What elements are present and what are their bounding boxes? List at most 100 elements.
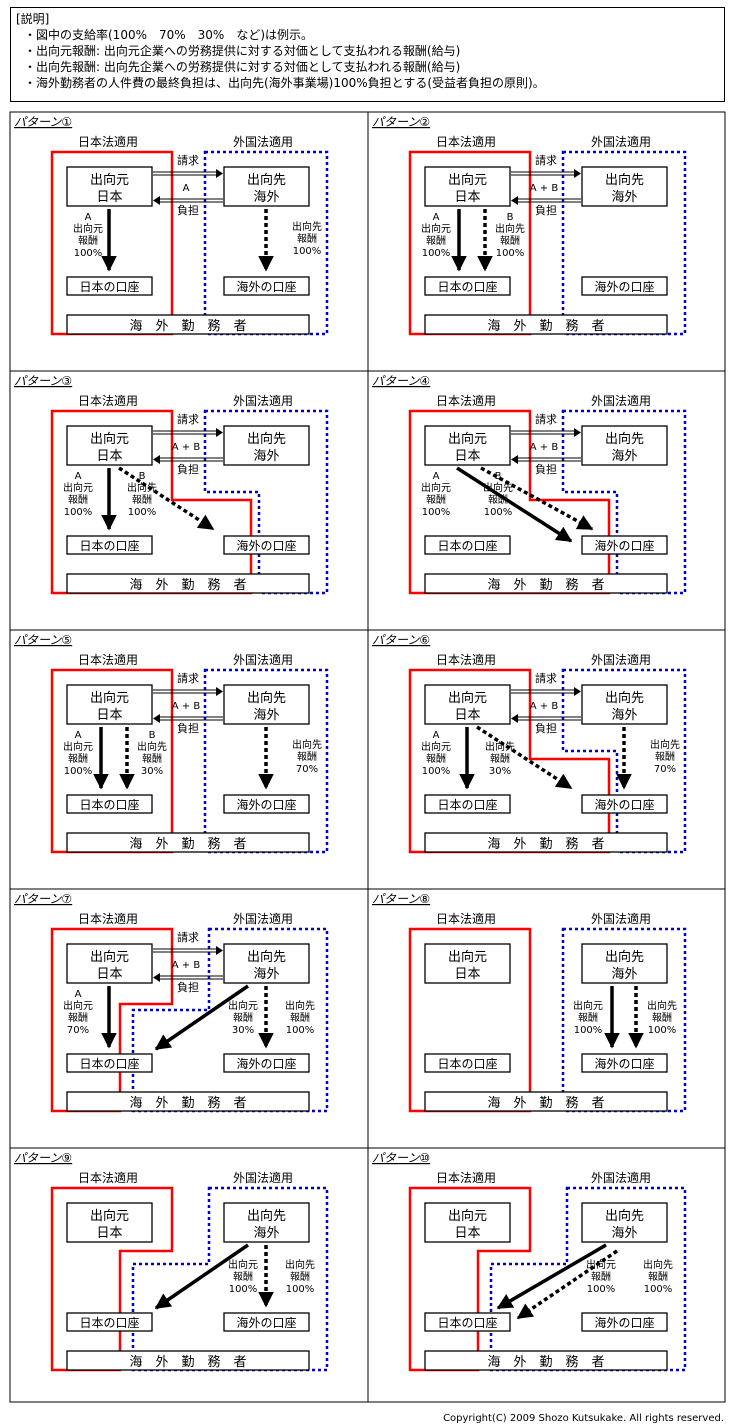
burden-arrowhead bbox=[511, 714, 518, 723]
dest-pay-label-letter: B bbox=[507, 212, 514, 223]
japan-law-region bbox=[50, 409, 253, 595]
origin-pay-label-pct: 100% bbox=[229, 1284, 258, 1295]
origin-pay-label-pct: 100% bbox=[64, 507, 93, 518]
origin-pay-label-pct: 100% bbox=[587, 1284, 616, 1295]
billing-amount-label: A + B bbox=[172, 701, 201, 712]
dest-label-line1: 出向先 bbox=[247, 431, 286, 447]
worker-box bbox=[66, 314, 310, 335]
dest-pay-label-line1: 出向先 bbox=[485, 740, 515, 753]
burden-label: 負担 bbox=[535, 721, 557, 735]
pattern-title: パターン② bbox=[372, 115, 430, 129]
overseas-account-label: 海外の口座 bbox=[594, 1056, 654, 1071]
foreign-law-label: 外国法適用 bbox=[233, 134, 293, 149]
worker-box bbox=[424, 314, 668, 335]
dest-pay-label-pct: 100% bbox=[644, 1284, 673, 1295]
origin-pay-label-line1: 出向元 bbox=[421, 481, 451, 494]
dest-label-line2: 海外 bbox=[611, 1226, 637, 1241]
dest-box-frame bbox=[223, 166, 310, 207]
origin-pay-label-line2: 報酬 bbox=[426, 235, 446, 247]
dest-pay-label-letter: B bbox=[495, 471, 502, 482]
billing-amount-label: A + B bbox=[530, 442, 559, 453]
overseas-account-box bbox=[581, 1053, 668, 1073]
dest-label-line1: 出向先 bbox=[605, 690, 644, 706]
pattern-1: パターン①日本法適用外国法適用出向元日本出向先海外日本の口座海外の口座海 外 勤… bbox=[14, 115, 329, 336]
pay-arrow-1 bbox=[496, 1243, 607, 1310]
japan-law-label: 日本法適用 bbox=[78, 911, 138, 926]
copyright: Copyright(C) 2009 Shozo Kutsukake. All r… bbox=[443, 1413, 724, 1424]
origin-label-line2: 日本 bbox=[96, 1226, 122, 1241]
worker-label: 海 外 勤 務 者 bbox=[129, 319, 246, 334]
origin-pay-label-2-line1: 出向元 bbox=[228, 999, 258, 1012]
japan-account-label: 日本の口座 bbox=[437, 1056, 497, 1071]
burden-label: 負担 bbox=[535, 203, 557, 217]
japan-law-region bbox=[50, 927, 174, 1113]
japan-law-label: 日本法適用 bbox=[78, 652, 138, 667]
pattern-8: パターン⑧日本法適用外国法適用出向元日本出向先海外日本の口座海外の口座海 外 勤… bbox=[372, 892, 687, 1113]
origin-pay-label-line2: 報酬 bbox=[68, 753, 88, 765]
japan-account-box bbox=[66, 276, 153, 296]
dest-pay-label-line1: 出向先 bbox=[483, 481, 513, 494]
origin-label-line2: 日本 bbox=[454, 708, 480, 723]
dest-pay-label-line2: 報酬 bbox=[290, 1271, 310, 1283]
billing-amount-label: A + B bbox=[530, 183, 559, 194]
legend-line-2: ・出向元報酬: 出向元企業への労務提供に対する対価として支払われる報酬(給与) bbox=[24, 44, 461, 58]
dest-pay-label-pct: 100% bbox=[484, 507, 513, 518]
dest-pay-label-line2: 報酬 bbox=[290, 1012, 310, 1024]
origin-pay-label-letter: A bbox=[433, 730, 440, 741]
origin-label-line2: 日本 bbox=[96, 708, 122, 723]
billing-arrowhead bbox=[216, 428, 223, 437]
origin-box-frame bbox=[424, 943, 511, 984]
overseas-account-label: 海外の口座 bbox=[236, 1315, 296, 1330]
pattern-title: パターン⑩ bbox=[372, 1151, 430, 1165]
japan-law-label: 日本法適用 bbox=[78, 134, 138, 149]
japan-account-box bbox=[424, 276, 511, 296]
dest-box-frame bbox=[581, 1202, 668, 1243]
dest-box-frame bbox=[581, 166, 668, 207]
dest-pay-label-line2: 報酬 bbox=[297, 233, 317, 245]
japan-account-label: 日本の口座 bbox=[79, 1315, 139, 1330]
foreign-law-label: 外国法適用 bbox=[591, 652, 651, 667]
dest-pay-label-pct: 100% bbox=[128, 507, 157, 518]
pay-arrow-2 bbox=[118, 466, 215, 531]
japan-account-label: 日本の口座 bbox=[437, 1315, 497, 1330]
pay-arrow-1 bbox=[456, 466, 573, 543]
dest-pay-label-2-pct: 70% bbox=[654, 764, 676, 775]
worker-label: 海 外 勤 務 者 bbox=[129, 837, 246, 852]
billing-amount-label: A bbox=[183, 183, 190, 194]
dest-pay-label-line1: 出向先 bbox=[137, 740, 167, 753]
burden-arrowhead bbox=[511, 196, 518, 205]
foreign-law-label: 外国法適用 bbox=[591, 393, 651, 408]
origin-label-line1: 出向元 bbox=[448, 690, 487, 706]
billing-amount-label: A + B bbox=[530, 701, 559, 712]
foreign-law-label: 外国法適用 bbox=[591, 911, 651, 926]
dest-pay-label-line2: 報酬 bbox=[132, 494, 152, 506]
billing-label: 請求 bbox=[535, 153, 557, 167]
overseas-account-box bbox=[223, 276, 310, 296]
japan-account-box bbox=[66, 1312, 153, 1332]
dest-pay-label-2-pct: 70% bbox=[296, 764, 318, 775]
dest-label-line2: 海外 bbox=[611, 190, 637, 205]
origin-pay-label-line1: 出向元 bbox=[228, 1258, 258, 1271]
dest-pay-label-pct: 30% bbox=[141, 766, 163, 777]
foreign-law-label: 外国法適用 bbox=[591, 1170, 651, 1185]
dest-label-line1: 出向先 bbox=[605, 949, 644, 965]
dest-pay-label-letter: B bbox=[139, 471, 146, 482]
dest-box-frame bbox=[581, 684, 668, 725]
billing-label: 請求 bbox=[177, 412, 199, 426]
overseas-account-box bbox=[223, 1053, 310, 1073]
legend-box: [説明] ・図中の支給率(100% 70% 30% など)は例示。 ・出向元報酬… bbox=[10, 7, 725, 102]
